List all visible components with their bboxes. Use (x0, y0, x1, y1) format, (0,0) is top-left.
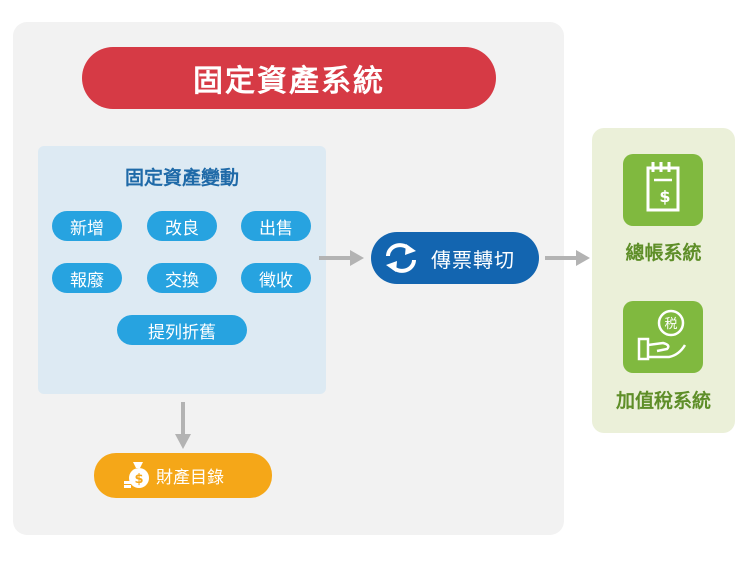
svg-text:$: $ (659, 187, 670, 206)
arrow-convert-to-outputs (545, 250, 590, 266)
general-ledger-label: 總帳系統 (625, 242, 702, 264)
arrow-changes-to-register (175, 402, 191, 449)
sync-arrows-icon (386, 243, 416, 273)
change-item-add: 新增 (52, 211, 122, 241)
change-item-sell: 出售 (241, 211, 311, 241)
system-title: 固定資產系統 (82, 47, 496, 109)
change-item-expropriate: 徵收 (241, 263, 311, 293)
arrow-changes-to-convert (319, 250, 364, 266)
money-bag-icon: $ (124, 462, 149, 488)
svg-text:税: 税 (664, 317, 677, 332)
change-item-improve: 改良 (147, 211, 217, 241)
change-item-depreciation: 提列折舊 (117, 315, 247, 345)
voucher-convert-node: 傳票轉切 (371, 232, 539, 284)
change-item-exchange: 交換 (147, 263, 217, 293)
asset-changes-title: 固定資產變動 (124, 167, 239, 189)
vat-icon-box: 税 (623, 301, 703, 373)
asset-register-node: 財產目錄 (94, 453, 272, 498)
general-ledger-icon-box: $ (623, 154, 703, 226)
tax-hand-icon: 税 (637, 309, 687, 361)
change-item-scrap: 報廢 (52, 263, 122, 293)
vat-system-label: 加值稅系統 (615, 390, 711, 412)
receipt-icon: $ (646, 162, 680, 212)
svg-text:$: $ (134, 472, 143, 487)
